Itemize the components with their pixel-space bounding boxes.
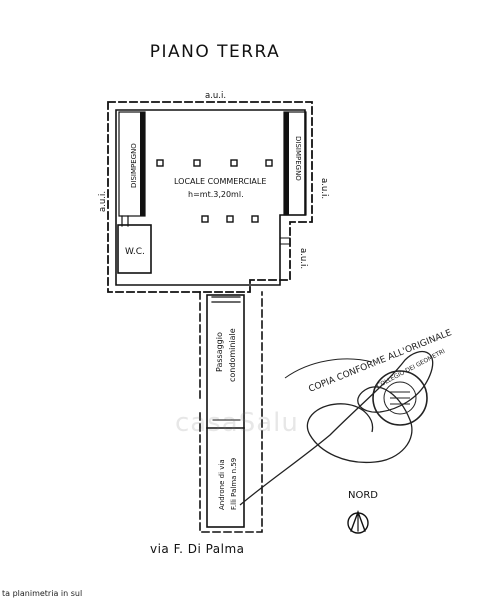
footer-note: ta planimetria in sul bbox=[2, 589, 83, 598]
aui-right-top-label: a.u.i. bbox=[319, 178, 329, 199]
androne-label-line1: Androne di via bbox=[218, 459, 226, 510]
aui-left-label: a.u.i. bbox=[98, 191, 108, 212]
disimpegno-right-label: DISIMPEGNO bbox=[294, 136, 302, 181]
androne-label-line2: F.lli Palma n.59 bbox=[230, 458, 238, 510]
locale-label-line2: h=mt.3,20ml. bbox=[188, 190, 244, 199]
building-outer-wall bbox=[115, 109, 306, 286]
columns bbox=[156, 159, 273, 223]
disimpegno-left-label: DISIMPEGNO bbox=[130, 143, 138, 188]
wc-label: W.C. bbox=[125, 247, 145, 257]
wc-room bbox=[117, 224, 152, 274]
nord-label: NORD bbox=[348, 490, 378, 501]
signature-scribble bbox=[239, 351, 434, 506]
watermark: casaSalu bbox=[175, 408, 299, 438]
locale-label-line1: LOCALE COMMERCIALE bbox=[174, 177, 266, 186]
passaggio-condominiale bbox=[206, 294, 245, 528]
seal-icon bbox=[372, 370, 428, 426]
aui-top-label: a.u.i. bbox=[205, 91, 226, 101]
street-label: via F. Di Palma bbox=[150, 542, 245, 556]
property-boundary bbox=[107, 101, 313, 293]
north-arrow-icon bbox=[347, 509, 369, 534]
passaggio-label-line1: Passaggio bbox=[215, 332, 224, 372]
corridor-dashed-boundary bbox=[199, 291, 263, 533]
passaggio-label-line2: condominiale bbox=[228, 328, 237, 382]
plan-title: PIANO TERRA bbox=[149, 42, 281, 62]
aui-right-bottom-label: a.u.i. bbox=[298, 248, 308, 269]
